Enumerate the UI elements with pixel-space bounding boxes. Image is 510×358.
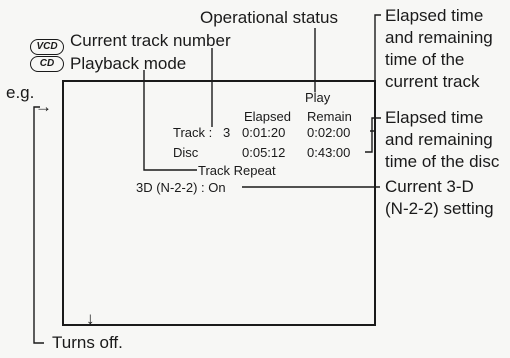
elapsed-column-header: Elapsed xyxy=(244,109,291,124)
vcd-badge: VCD xyxy=(30,39,64,55)
play-status: Play xyxy=(305,90,331,105)
playback-mode-value: Track Repeat xyxy=(198,163,276,178)
disc-time-label-line1: Elapsed time xyxy=(385,108,484,127)
playback-mode-label: Playback mode xyxy=(70,54,187,73)
track-remain-value: 0:02:00 xyxy=(307,125,351,140)
track-row-label: Track : xyxy=(173,125,213,140)
remain-column-header: Remain xyxy=(307,109,352,124)
disc-time-label-line3: time of the disc xyxy=(385,152,500,171)
track-time-label-line1: Elapsed time xyxy=(385,6,484,25)
track-time-label-line3: time of the xyxy=(385,50,465,69)
track-elapsed-value: 0:01:20 xyxy=(242,125,286,140)
current-3d-label-line2: (N-2-2) setting xyxy=(385,199,494,218)
down-arrow-icon: ↓ xyxy=(86,309,95,328)
cd-badge: CD xyxy=(30,56,64,72)
turns-off-label: Turns off. xyxy=(52,333,123,352)
disc-time-label-line2: and remaining xyxy=(385,130,493,149)
track-time-label-line2: and remaining xyxy=(385,28,493,47)
operational-status-label: Operational status xyxy=(200,8,338,27)
disc-row-label: Disc xyxy=(173,145,199,160)
disc-elapsed-value: 0:05:12 xyxy=(242,145,286,160)
current-3d-label-line1: Current 3-D xyxy=(385,177,474,196)
disc-remain-value: 0:43:00 xyxy=(307,145,351,160)
track-time-label-line4: current track xyxy=(385,72,480,91)
example-label: e.g. xyxy=(6,83,35,102)
display-screen xyxy=(62,80,376,326)
setting-3d-value: 3D (N-2-2) : On xyxy=(136,180,226,195)
right-arrow-icon: → xyxy=(35,97,52,116)
track-number-value: 3 xyxy=(223,125,231,140)
current-track-number-label: Current track number xyxy=(70,31,231,50)
